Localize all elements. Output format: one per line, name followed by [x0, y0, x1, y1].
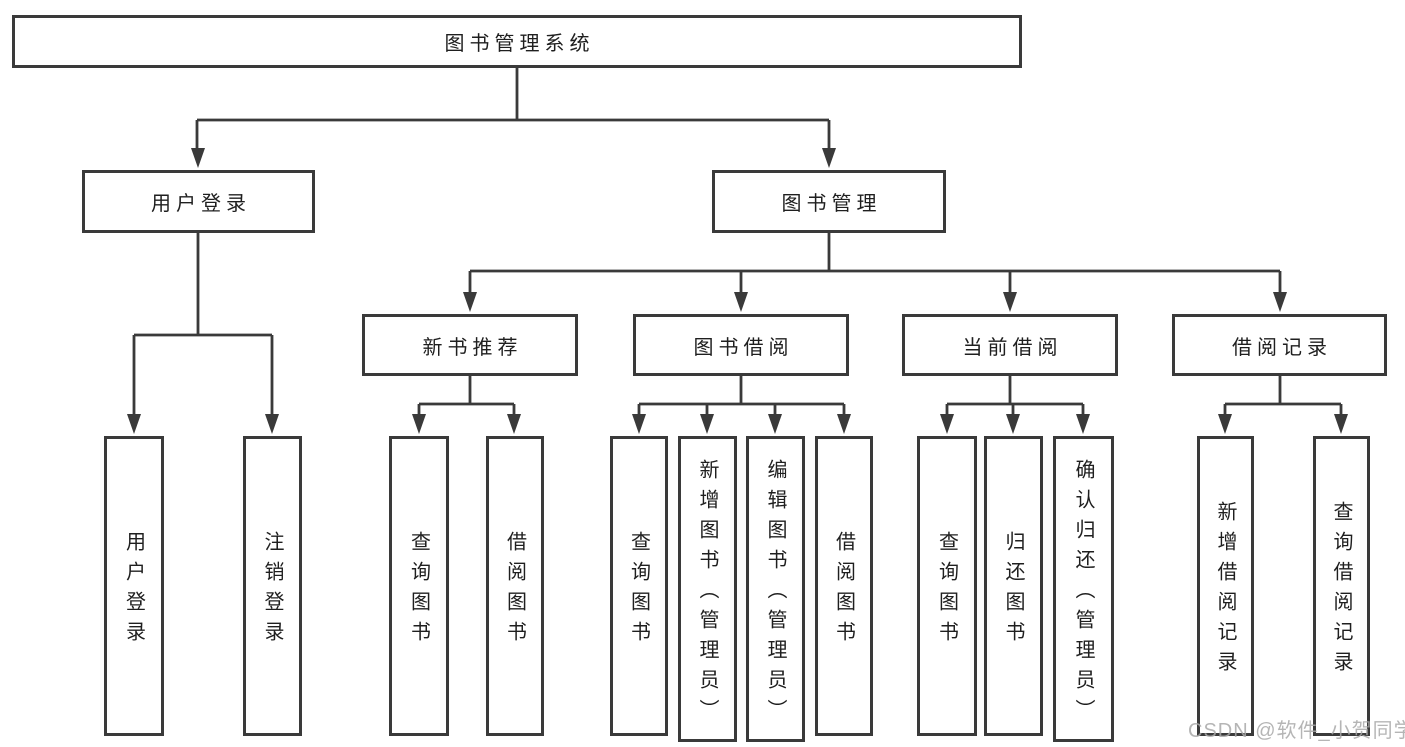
leaf-query-books-recommend: 查询图书 [389, 436, 449, 736]
node-label: 确认归还（管理员） [1072, 459, 1094, 729]
leaf-borrow-books-borrowing: 借阅图书 [815, 436, 873, 736]
leaf-add-borrow-record: 新增借阅记录 [1197, 436, 1254, 736]
node-label: 图书管理 [781, 193, 882, 215]
node-label: 图书管理系统 [444, 33, 595, 55]
leaf-add-book-admin: 新增图书（管理员） [678, 436, 737, 742]
node-label: 查询图书 [627, 531, 650, 651]
leaf-query-books-borrowing: 查询图书 [610, 436, 668, 736]
node-borrowing-records: 借阅记录 [1172, 314, 1387, 376]
node-book-borrowing: 图书借阅 [633, 314, 849, 376]
leaf-query-borrow-record: 查询借阅记录 [1313, 436, 1370, 736]
node-label: 用户登录 [151, 193, 251, 215]
node-label: 查询借阅记录 [1330, 501, 1352, 681]
node-book-management: 图书管理 [712, 170, 946, 233]
node-label: 借阅记录 [1232, 336, 1332, 359]
leaf-return-books: 归还图书 [984, 436, 1043, 736]
node-label: 注销登录 [261, 531, 283, 651]
csdn-watermark: CSDN @软件_小贺同学 [1188, 720, 1405, 742]
node-current-borrowing: 当前借阅 [902, 314, 1118, 376]
node-label: 借阅图书 [503, 531, 526, 651]
leaf-query-books-current: 查询图书 [917, 436, 977, 736]
node-label: 图书借阅 [693, 336, 794, 359]
node-label: 查询图书 [407, 531, 430, 651]
node-label: 编辑图书（管理员） [764, 459, 786, 729]
node-label: 归还图书 [1002, 531, 1024, 651]
node-label: 当前借阅 [962, 336, 1063, 359]
node-label: 用户登录 [122, 531, 145, 651]
node-user-login: 用户登录 [82, 170, 315, 233]
node-label: 查询图书 [935, 531, 958, 651]
node-label: 新增借阅记录 [1214, 501, 1236, 681]
leaf-borrow-books-recommend: 借阅图书 [486, 436, 544, 736]
node-new-book-recommendation: 新书推荐 [362, 314, 578, 376]
node-label: 新增图书（管理员） [696, 459, 718, 729]
leaf-logout: 注销登录 [243, 436, 302, 736]
node-library-management-system: 图书管理系统 [12, 15, 1022, 68]
arrowheads [127, 148, 1348, 434]
node-label: 借阅图书 [832, 531, 855, 651]
leaf-user-login: 用户登录 [104, 436, 164, 736]
leaf-confirm-return-admin: 确认归还（管理员） [1053, 436, 1114, 742]
leaf-edit-book-admin: 编辑图书（管理员） [746, 436, 805, 742]
node-label: 新书推荐 [422, 336, 523, 359]
